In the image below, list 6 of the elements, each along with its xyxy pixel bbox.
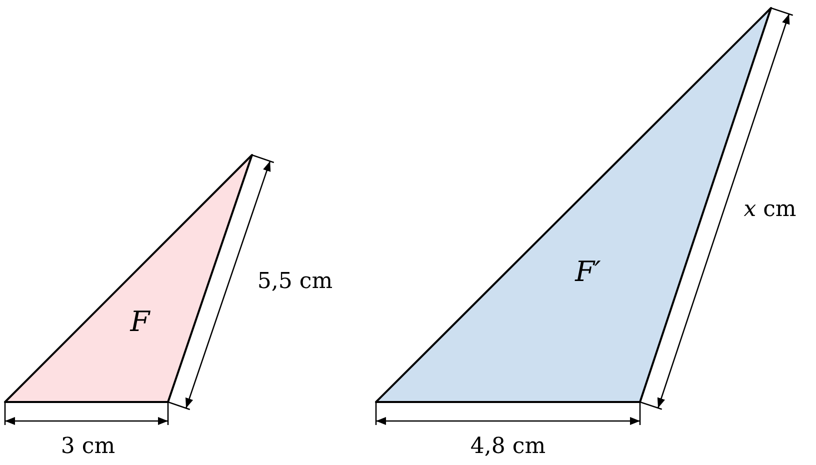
shape-label: F [130,308,150,336]
dimension-label: 5,5 cm [257,271,333,293]
dimension-label: 4,8 cm [470,436,546,458]
shape-label: F′ [575,258,601,286]
dimension-label: 3 cm [60,436,116,458]
dimension-label: x cm [744,199,796,221]
